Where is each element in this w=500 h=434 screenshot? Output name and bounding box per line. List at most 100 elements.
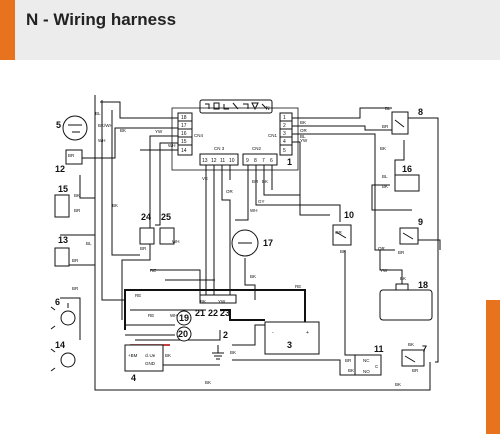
svg-text:CN2: CN2 [252,146,261,151]
svg-text:OR: OR [226,189,234,194]
component-24: 24 [139,212,155,245]
svg-text:N: N [266,106,270,112]
svg-text:+BM: +BM [128,353,138,358]
component-16: 16 [394,164,420,192]
svg-text:RE: RE [148,313,154,318]
svg-text:6: 6 [270,158,273,164]
svg-text:OR: OR [378,246,386,251]
svg-text:10: 10 [344,210,354,220]
svg-text:YW: YW [300,138,308,143]
svg-text:RE: RE [150,268,156,273]
svg-text:11: 11 [220,158,225,164]
svg-text:14: 14 [55,340,65,350]
connector-cn4: 18 17 16 15 14 CN4 [177,112,203,156]
svg-text:C: C [375,364,379,369]
connector-cn3: CN 3 13 12 11 10 [199,146,239,166]
svg-text:22: 22 [208,308,218,318]
svg-text:BK: BK [340,249,346,254]
component-2: 2 [212,330,228,360]
svg-text:16: 16 [181,131,187,137]
svg-text:BK: BK [205,380,211,385]
wire-routes [60,95,441,391]
connector-frame [171,107,299,171]
svg-text:4: 4 [131,373,136,383]
svg-text:BL: BL [95,111,101,116]
side-accent [486,300,500,434]
svg-text:BR: BR [252,179,259,184]
component-5: 5 [56,115,88,141]
component-25: 25 [159,212,175,245]
svg-text:OR: OR [300,128,308,133]
svg-text:+: + [306,330,309,336]
svg-text:7: 7 [262,158,265,164]
svg-text:21: 21 [195,308,205,318]
component-11: NC C NO 11 [354,344,384,376]
component-13: 13 [54,235,70,267]
svg-text:CN 3: CN 3 [214,146,225,151]
svg-text:24: 24 [141,212,151,222]
svg-text:BK: BK [262,179,268,184]
svg-text:BK: BK [112,203,118,208]
svg-text:8: 8 [418,107,423,117]
svg-text:WH: WH [170,313,178,318]
svg-text:WH: WH [168,143,176,148]
svg-text:BK: BK [165,353,171,358]
svg-text:8: 8 [254,158,257,164]
svg-text:BK: BK [382,184,388,189]
svg-text:RE: RE [135,293,141,298]
component-10: 10 [332,210,354,246]
svg-text:cl.Ue: cl.Ue [145,353,156,358]
svg-text:VE: VE [202,176,208,181]
svg-text:15: 15 [181,139,187,145]
svg-text:GND: GND [145,361,156,366]
header-bar [0,0,500,60]
svg-text:12: 12 [211,158,217,164]
svg-text:BR: BR [74,208,81,213]
component-21-22-23: 21 22 23 [195,294,237,318]
component-19: 19 [176,310,192,326]
svg-text:RE: RE [295,284,301,289]
component-4: +BM cl.Ue GND 4 [124,344,164,383]
connector-cn1: 1 2 3 4 5 CN1 1 [268,112,293,167]
svg-text:NO: NO [363,369,370,374]
svg-text:5: 5 [56,120,61,130]
svg-text:WH: WH [250,208,258,213]
svg-text:BR: BR [72,286,79,291]
wire-labels: BL BK/WH BK WH YW WH BR BK BR BK BL BR B… [68,106,419,387]
svg-text:WH: WH [172,239,180,244]
svg-text:CN4: CN4 [194,133,203,138]
key-switch-symbol: N [199,99,273,114]
page-title: N - Wiring harness [26,10,177,29]
svg-text:CN1: CN1 [268,133,277,138]
svg-text:17: 17 [181,123,187,129]
svg-text:BL: BL [86,241,92,246]
svg-text:GY: GY [258,199,265,204]
svg-text:NC: NC [363,358,370,363]
svg-text:BK: BK [395,382,401,387]
svg-text:BK: BK [380,146,386,151]
component-20: 20 [176,326,192,342]
svg-text:BR: BR [382,124,389,129]
svg-text:BK: BK [408,342,414,347]
svg-text:17: 17 [263,238,273,248]
svg-text:16: 16 [402,164,412,174]
svg-text:18: 18 [181,115,187,121]
svg-text:6: 6 [55,297,60,307]
svg-text:BL: BL [385,106,391,111]
svg-text:15: 15 [58,184,68,194]
component-9: 9 [399,217,423,245]
svg-text:BR: BR [72,258,79,263]
svg-text:WH: WH [98,138,106,143]
component-3-battery: - + 3 [264,321,320,355]
svg-text:20: 20 [178,329,188,339]
svg-text:11: 11 [374,344,384,354]
svg-text:1: 1 [283,115,286,121]
svg-text:BK: BK [230,350,236,355]
svg-text:14: 14 [181,148,187,154]
svg-text:BK/WH: BK/WH [98,123,113,128]
svg-text:9: 9 [418,217,423,227]
component-14: 14 [50,340,76,372]
svg-text:7: 7 [422,344,427,354]
svg-text:9: 9 [246,158,249,164]
